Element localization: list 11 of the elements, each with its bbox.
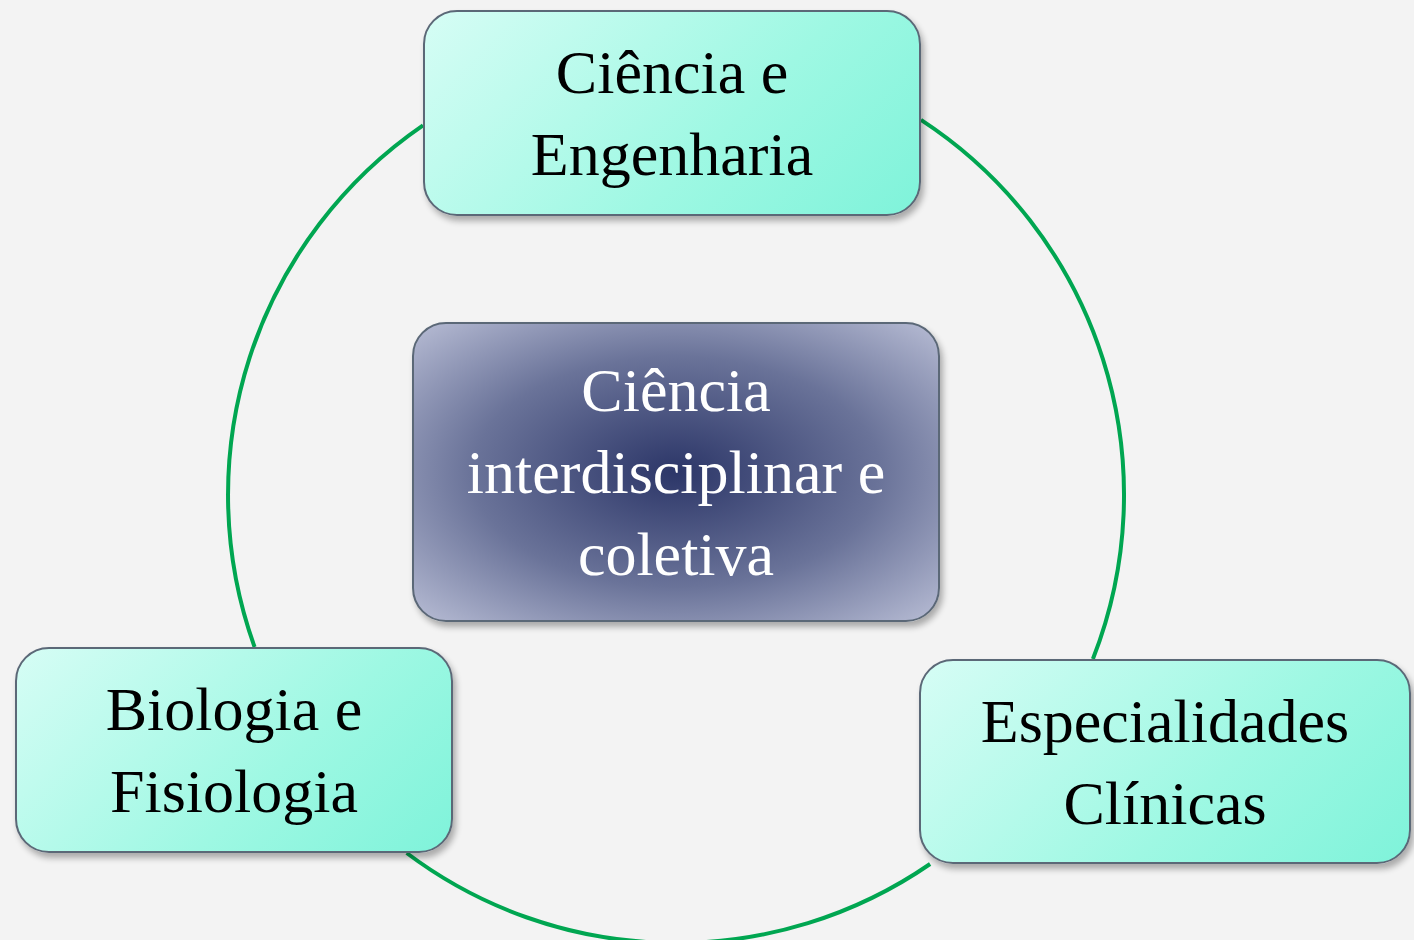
circle-arc-connector [226,123,425,648]
node-text: Biologia e Fisiologia [104,674,364,827]
circle-arc-connector [405,851,932,940]
circle-arc-connector [919,118,1126,660]
node-text: Ciência interdisciplinar e coletiva [465,355,887,590]
node-text: Especialidades Clínicas [979,685,1351,839]
topic-box [919,659,1411,864]
topic-box [15,647,453,853]
center-box [412,322,940,622]
topic-box [423,10,921,216]
node-text: Ciência e Engenharia [529,37,815,190]
